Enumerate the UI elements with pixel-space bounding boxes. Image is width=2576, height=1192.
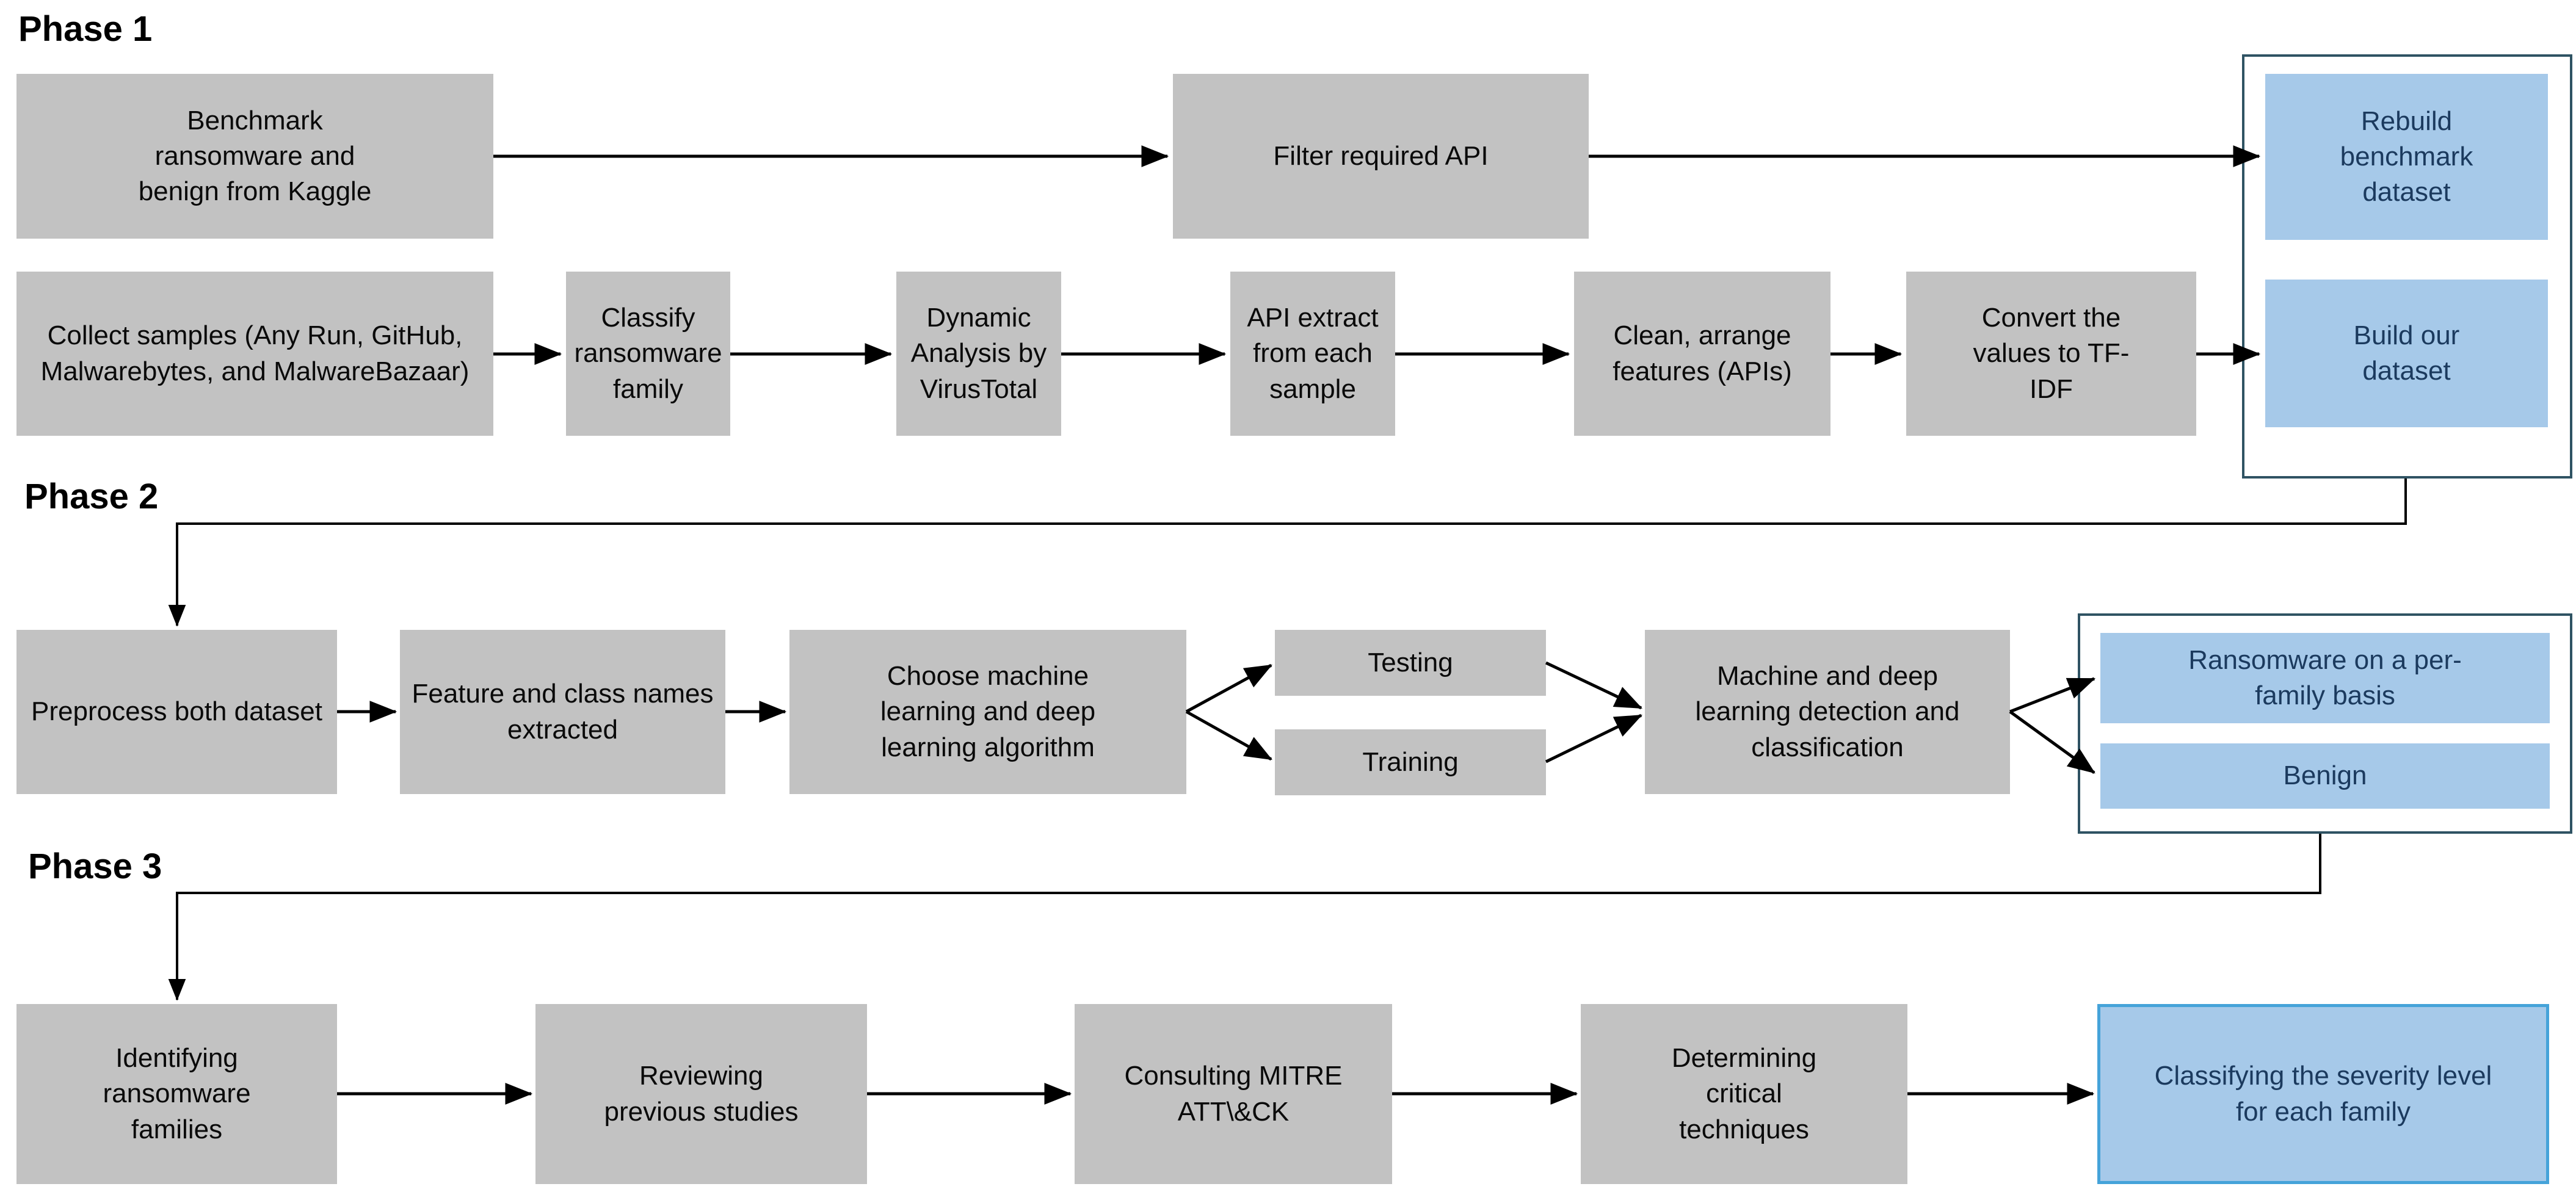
connector-phase1-to-phase2	[168, 479, 2407, 627]
node-classify-ransomware-family-label: Classify ransomware family	[574, 303, 722, 404]
phase2-output-container: Ransomware on a per-family basis Benign	[2078, 613, 2572, 834]
node-classify-ransomware-family: Classify ransomware family	[566, 272, 730, 436]
node-consulting-mitre-attack: Consulting MITRE ATT\&CK	[1075, 1004, 1392, 1184]
node-dynamic-analysis-virustotal-label: Dynamic Analysis by VirusTotal	[910, 303, 1047, 404]
node-benchmark-ransomware: Benchmark ransomware and benign from Kag…	[16, 74, 493, 239]
node-reviewing-studies-label: Reviewing previous studies	[604, 1061, 799, 1127]
arrow-choose-to-testing	[1185, 663, 1272, 713]
node-rebuild-benchmark-dataset-label: Rebuild benchmark dataset	[2340, 106, 2473, 208]
arrow-choose-to-training	[1185, 710, 1272, 761]
node-consulting-mitre-attack-label: Consulting MITRE ATT\&CK	[1124, 1061, 1343, 1127]
node-identifying-families: Identifying ransomware families	[16, 1004, 337, 1184]
node-api-extract-label: API extract from each sample	[1247, 303, 1379, 404]
node-training: Training	[1275, 729, 1546, 795]
node-testing-label: Testing	[1368, 647, 1453, 677]
node-filter-required-api-label: Filter required API	[1273, 140, 1489, 171]
node-api-extract: API extract from each sample	[1230, 272, 1395, 436]
node-determining-critical-techniques: Determining critical techniques	[1581, 1004, 1907, 1184]
node-rebuild-benchmark-dataset: Rebuild benchmark dataset	[2265, 74, 2548, 240]
node-build-our-dataset-label: Build our dataset	[2353, 320, 2460, 386]
arrow-training-to-mldetection	[1545, 713, 1643, 764]
node-feature-class-names: Feature and class names extracted	[400, 630, 725, 794]
node-preprocess-both-dataset: Preprocess both dataset	[16, 630, 337, 794]
node-dynamic-analysis-virustotal: Dynamic Analysis by VirusTotal	[896, 272, 1061, 436]
node-collect-samples-label: Collect samples (Any Run, GitHub, Malwar…	[40, 320, 470, 386]
node-filter-required-api: Filter required API	[1173, 74, 1589, 239]
node-reviewing-studies: Reviewing previous studies	[535, 1004, 867, 1184]
node-collect-samples: Collect samples (Any Run, GitHub, Malwar…	[16, 272, 493, 436]
arrow-testing-to-mldetection	[1545, 661, 1643, 710]
node-benchmark-ransomware-label: Benchmark ransomware and benign from Kag…	[138, 105, 372, 207]
node-classifying-severity-label: Classifying the severity level for each …	[2154, 1061, 2492, 1127]
node-ml-detection-classification-label: Machine and deep learning detection and …	[1695, 661, 1960, 762]
node-benign: Benign	[2100, 743, 2550, 809]
node-convert-tfidf: Convert the values to TF-IDF	[1906, 272, 2196, 436]
phase-2-label: Phase 2	[24, 477, 159, 516]
node-ml-detection-classification: Machine and deep learning detection and …	[1645, 630, 2010, 794]
node-clean-arrange-features: Clean, arrange features (APIs)	[1574, 272, 1830, 436]
node-feature-class-names-label: Feature and class names extracted	[412, 679, 714, 745]
node-choose-ml-dl-algorithm-label: Choose machine learning and deep learnin…	[880, 661, 1096, 762]
node-ransomware-per-family: Ransomware on a per-family basis	[2100, 633, 2550, 723]
node-testing: Testing	[1275, 630, 1546, 696]
node-preprocess-both-dataset-label: Preprocess both dataset	[31, 696, 322, 727]
node-build-our-dataset: Build our dataset	[2265, 280, 2548, 427]
connector-phase2-to-phase3	[168, 834, 2321, 1001]
node-clean-arrange-features-label: Clean, arrange features (APIs)	[1613, 320, 1792, 386]
node-training-label: Training	[1362, 746, 1459, 777]
node-identifying-families-label: Identifying ransomware families	[103, 1043, 251, 1144]
node-benign-label: Benign	[2283, 760, 2367, 791]
phase-1-label: Phase 1	[18, 9, 153, 49]
phase1-output-container: Rebuild benchmark dataset Build our data…	[2242, 54, 2572, 479]
node-convert-tfidf-label: Convert the values to TF-IDF	[1973, 303, 2130, 404]
node-ransomware-per-family-label: Ransomware on a per-family basis	[2188, 645, 2462, 710]
node-choose-ml-dl-algorithm: Choose machine learning and deep learnin…	[789, 630, 1186, 794]
node-determining-critical-techniques-label: Determining critical techniques	[1671, 1043, 1817, 1144]
phase-3-label: Phase 3	[28, 847, 162, 886]
node-classifying-severity: Classifying the severity level for each …	[2097, 1004, 2549, 1184]
